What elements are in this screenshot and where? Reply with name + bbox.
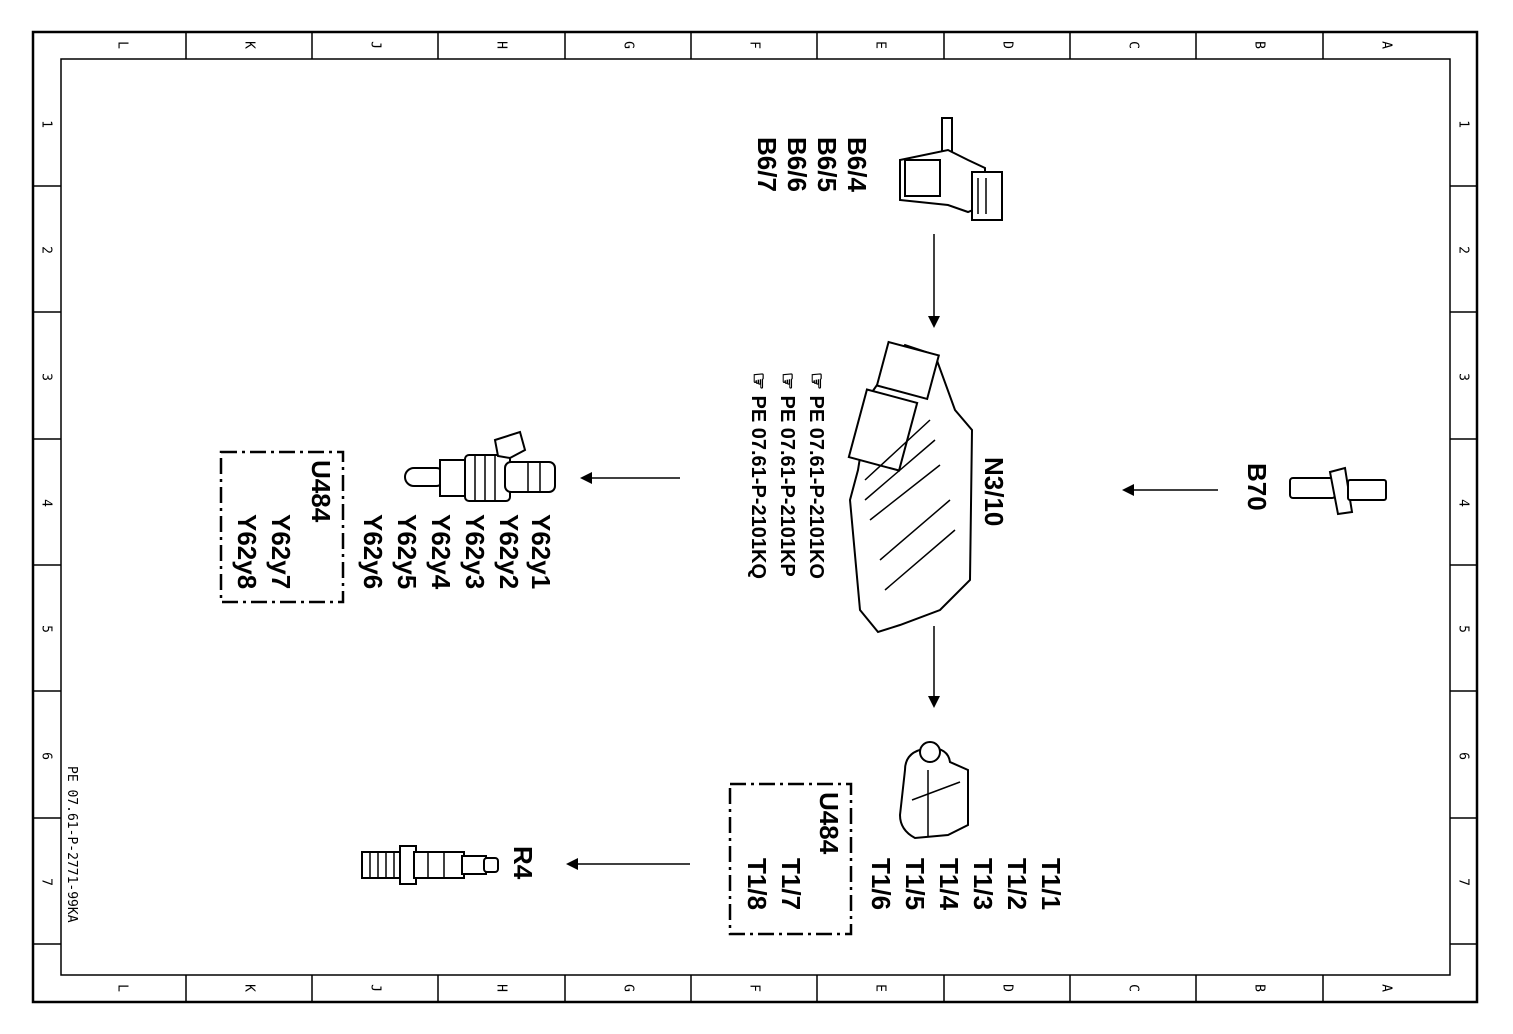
sensor-top-labels: B6/4 B6/5 B6/6 B6/7 [752,137,872,192]
crankshaft-sensor-icon [1289,466,1387,516]
label-y62y3: Y62y3 [460,514,490,589]
u484-label: U484 [814,792,844,855]
row-label: 3 [1456,373,1471,381]
row-label: 6 [1456,752,1471,760]
inner-frame [60,58,1451,976]
col-label: J [368,984,383,992]
label-b6-5: B6/5 [812,137,842,192]
col-label: B [1252,984,1267,992]
row-label: 5 [39,625,54,633]
label-y62y8: Y62y8 [232,514,262,589]
col-label: G [621,41,636,49]
col-label: L [115,984,130,992]
row-label: 4 [1456,499,1471,507]
row-label: 4 [39,499,54,507]
label-t1-3: T1/3 [968,858,998,910]
col-label: H [494,41,509,49]
row-label: 6 [39,752,54,760]
column-labels-bottom: L K J H G F E D C B A [115,984,1394,992]
col-label: H [494,984,509,992]
label-b6-6: B6/6 [782,137,812,192]
label-t1-5: T1/5 [900,858,930,910]
row-labels-right: 1 2 3 4 5 6 7 [1456,120,1471,886]
ecu-reference: ☞ PE 07.61-P-2101KP [776,372,798,577]
col-label: D [1000,41,1015,49]
label-y62y1: Y62y1 [526,514,556,589]
row-label: 1 [1456,120,1471,128]
column-labels-top: L K J H G F E D C B A [115,41,1394,49]
coil-labels: T1/1 T1/2 T1/3 T1/4 T1/5 T1/6 [866,858,1066,911]
spark-plug-icon [361,845,499,885]
column-ticks [185,32,1324,1002]
col-label: D [1000,984,1015,992]
label-t1-8: T1/8 [742,858,772,910]
ecu-module-icon [847,340,974,634]
r4-label: R4 [508,846,538,880]
ecu-label: N3/10 [979,457,1009,526]
col-label: K [242,984,257,992]
col-label: E [873,41,888,49]
col-label: L [115,41,130,49]
row-label: 3 [39,373,54,381]
col-label: B [1252,41,1267,49]
col-label: A [1379,41,1394,49]
label-y62y6: Y62y6 [358,514,388,589]
row-label: 1 [39,120,54,128]
document-id: PE 07.61-P-2771-99KA [64,766,79,923]
label-t1-7: T1/7 [776,858,806,910]
ecu-references: ☞ PE 07.61-P-2101KO ☞ PE 07.61-P-2101KP … [747,372,827,579]
ecu-reference: ☞ PE 07.61-P-2101KO [805,372,827,579]
col-label: G [621,984,636,992]
row-labels-left: 1 2 3 4 5 6 7 [39,120,54,886]
ecu-reference: ☞ PE 07.61-P-2101KQ [747,372,769,579]
label-b6-4: B6/4 [842,137,872,192]
col-label: C [1126,984,1141,992]
col-label: A [1379,984,1394,992]
row-label: 5 [1456,625,1471,633]
coils-u484-box: U484 T1/7 T1/8 [728,782,853,936]
label-b6-7: B6/7 [752,137,782,192]
col-label: E [873,984,888,992]
col-label: K [242,41,257,49]
row-label: 2 [1456,246,1471,254]
camshaft-sensor-icon [899,117,1003,221]
label-y62y7: Y62y7 [266,514,296,589]
outer-frame [31,30,1479,1004]
b70-label: B70 [1242,463,1272,511]
row-label: 7 [39,878,54,886]
col-label: F [747,984,762,992]
col-label: J [368,41,383,49]
col-label: C [1126,41,1141,49]
label-t1-1: T1/1 [1036,858,1066,910]
row-ticks [33,185,1477,945]
col-label: F [747,41,762,49]
label-t1-4: T1/4 [934,858,964,911]
label-y62y2: Y62y2 [494,514,524,589]
label-y62y4: Y62y4 [426,514,456,590]
ignition-coil-icon [898,741,969,840]
row-label: 7 [1456,878,1471,886]
label-t1-6: T1/6 [866,858,896,910]
row-label: 2 [39,246,54,254]
fuel-injector-icon [404,430,556,502]
label-y62y5: Y62y5 [392,514,422,589]
injectors-u484-box: U484 Y62y7 Y62y8 [219,450,345,604]
u484-label: U484 [306,460,336,523]
injector-labels: Y62y1 Y62y2 Y62y3 Y62y4 Y62y5 Y62y6 [358,514,556,590]
label-t1-2: T1/2 [1002,858,1032,910]
